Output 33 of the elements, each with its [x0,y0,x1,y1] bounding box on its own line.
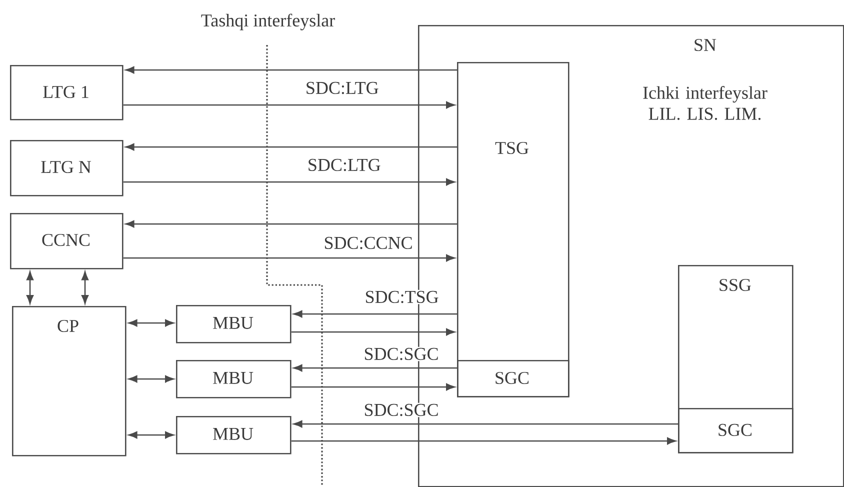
controller-box: SGC [678,408,794,454]
arrow [128,319,174,327]
arrow [291,328,455,336]
buffer-box: MBU [176,360,292,398]
arrow [125,220,457,228]
edge-label: SDC:LTG [304,80,380,96]
arrow [81,271,89,304]
buffer-box: MBU [176,416,292,454]
arrow [125,66,457,74]
edge-label: SDC:TSG [364,290,440,304]
edge-label: SDC:LTG [306,158,382,172]
arrow [128,431,174,439]
arrow [293,364,457,372]
edge-label: SDC:CCNC [322,236,414,250]
arrow [123,254,455,262]
process-box: LTG N [10,140,124,196]
buffer-box: MBU [176,304,292,344]
arrow [291,437,676,445]
arrow [293,310,457,318]
interface-label: Tashqi interfeyslar [201,14,335,30]
arrow [125,143,457,151]
arrow [293,420,678,428]
arrow [123,101,455,109]
arrow [128,375,174,383]
edge-label: SDC:SGC [362,346,440,362]
processor-box: CP [12,306,126,456]
process-box: LTG 1 [10,65,124,120]
edge-label: SDC:SGC [362,402,440,418]
arrow [291,383,455,391]
process-box: CCNC [10,212,124,270]
arrow [26,271,34,304]
controller-box: SGC [457,360,570,398]
arrow [123,178,455,186]
